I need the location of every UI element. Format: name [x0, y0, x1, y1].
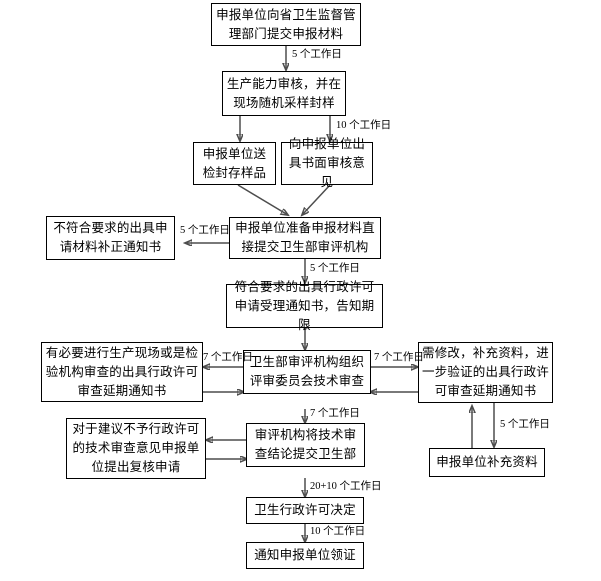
node-label: 申报单位补充资料 — [436, 455, 538, 469]
edge-label-n10-n11: 5 个工作日 — [500, 419, 550, 430]
node-applicant-supplement-materials[interactable]: 申报单位补充资料 — [429, 448, 545, 477]
connector-n3-n5 — [237, 184, 288, 215]
node-request-reexamination[interactable]: 对于建议不予行政许可的技术审查意见申报单位提出复核申请 — [66, 418, 206, 479]
node-compliant-acceptance-notice[interactable]: 符合要求的出具行政许可申请受理通知书，告知期限 — [226, 280, 383, 332]
node-label: 有必要进行生产现场或是检验机构审查的出具行政许可审查延期通知书 — [45, 345, 199, 398]
node-label: 审评机构将技术审查结论提交卫生部 — [254, 428, 357, 461]
edge-label-n1-n2: 5 个工作日 — [292, 49, 342, 60]
node-submit-technical-conclusion[interactable]: 审评机构将技术审查结论提交卫生部 — [246, 423, 365, 467]
node-label: 向申报单位出具书面审核意见 — [288, 137, 366, 189]
node-label: 申报单位送检封存样品 — [202, 146, 267, 180]
edge-label-n14-n15: 10 个工作日 — [310, 526, 366, 537]
edge-label-n12-n14: 20+10 个工作日 — [310, 481, 382, 492]
node-production-capacity-review[interactable]: 生产能力审核，并在现场随机采样封样 — [222, 71, 346, 116]
node-label: 通知申报单位领证 — [254, 548, 356, 562]
node-label: 生产能力审核，并在现场随机采样封样 — [226, 76, 342, 110]
node-notify-applicant-collect-license[interactable]: 通知申报单位领证 — [246, 542, 364, 569]
edge-label-n8-n9: 7 个工作日 — [203, 352, 253, 363]
node-label: 卫生行政许可决定 — [254, 503, 356, 517]
connector-n4-n5 — [302, 184, 331, 215]
edge-label-n8-n10: 7 个工作日 — [374, 352, 424, 363]
node-label: 卫生部审评机构组织评审委员会技术审查 — [249, 355, 365, 388]
node-label: 需修改，补充资料，进一步验证的出具行政许可审查延期通知书 — [422, 346, 550, 398]
node-prepare-and-submit-to-moh[interactable]: 申报单位准备申报材料直接提交卫生部审评机构 — [229, 217, 381, 259]
edge-label-n5-n7: 5 个工作日 — [310, 263, 360, 274]
node-label: 符合要求的出具行政许可申请受理通知书，告知期限 — [234, 279, 375, 332]
node-health-admin-license-decision[interactable]: 卫生行政许可决定 — [246, 497, 364, 524]
node-moh-technical-review-committee[interactable]: 卫生部审评机构组织评审委员会技术审查 — [243, 350, 371, 394]
node-revision-supplement-delay-notice[interactable]: 需修改，补充资料，进一步验证的出具行政许可审查延期通知书 — [418, 342, 553, 403]
node-label: 对于建议不予行政许可的技术审查意见申报单位提出复核申请 — [72, 422, 200, 474]
node-non-compliant-correction-notice[interactable]: 不符合要求的出具申请材料补正通知书 — [46, 216, 175, 260]
node-onsite-inspection-delay-notice[interactable]: 有必要进行生产现场或是检验机构审查的出具行政许可审查延期通知书 — [41, 342, 203, 402]
node-label: 申报单位准备申报材料直接提交卫生部审评机构 — [235, 221, 375, 254]
node-issue-written-review-opinion[interactable]: 向申报单位出具书面审核意见 — [281, 137, 373, 189]
edge-label-n2-n4: 10 个工作日 — [336, 120, 392, 131]
edge-label-n8-n12: 7 个工作日 — [310, 408, 360, 419]
node-send-sealed-samples[interactable]: 申报单位送检封存样品 — [193, 142, 276, 185]
edge-label-n5-n6: 5 个工作日 — [180, 225, 230, 236]
node-label: 申报单位向省卫生监督管理部门提交申报材料 — [216, 7, 356, 41]
node-label: 不符合要求的出具申请材料补正通知书 — [53, 221, 168, 254]
node-submit-materials-to-province[interactable]: 申报单位向省卫生监督管理部门提交申报材料 — [211, 3, 361, 46]
